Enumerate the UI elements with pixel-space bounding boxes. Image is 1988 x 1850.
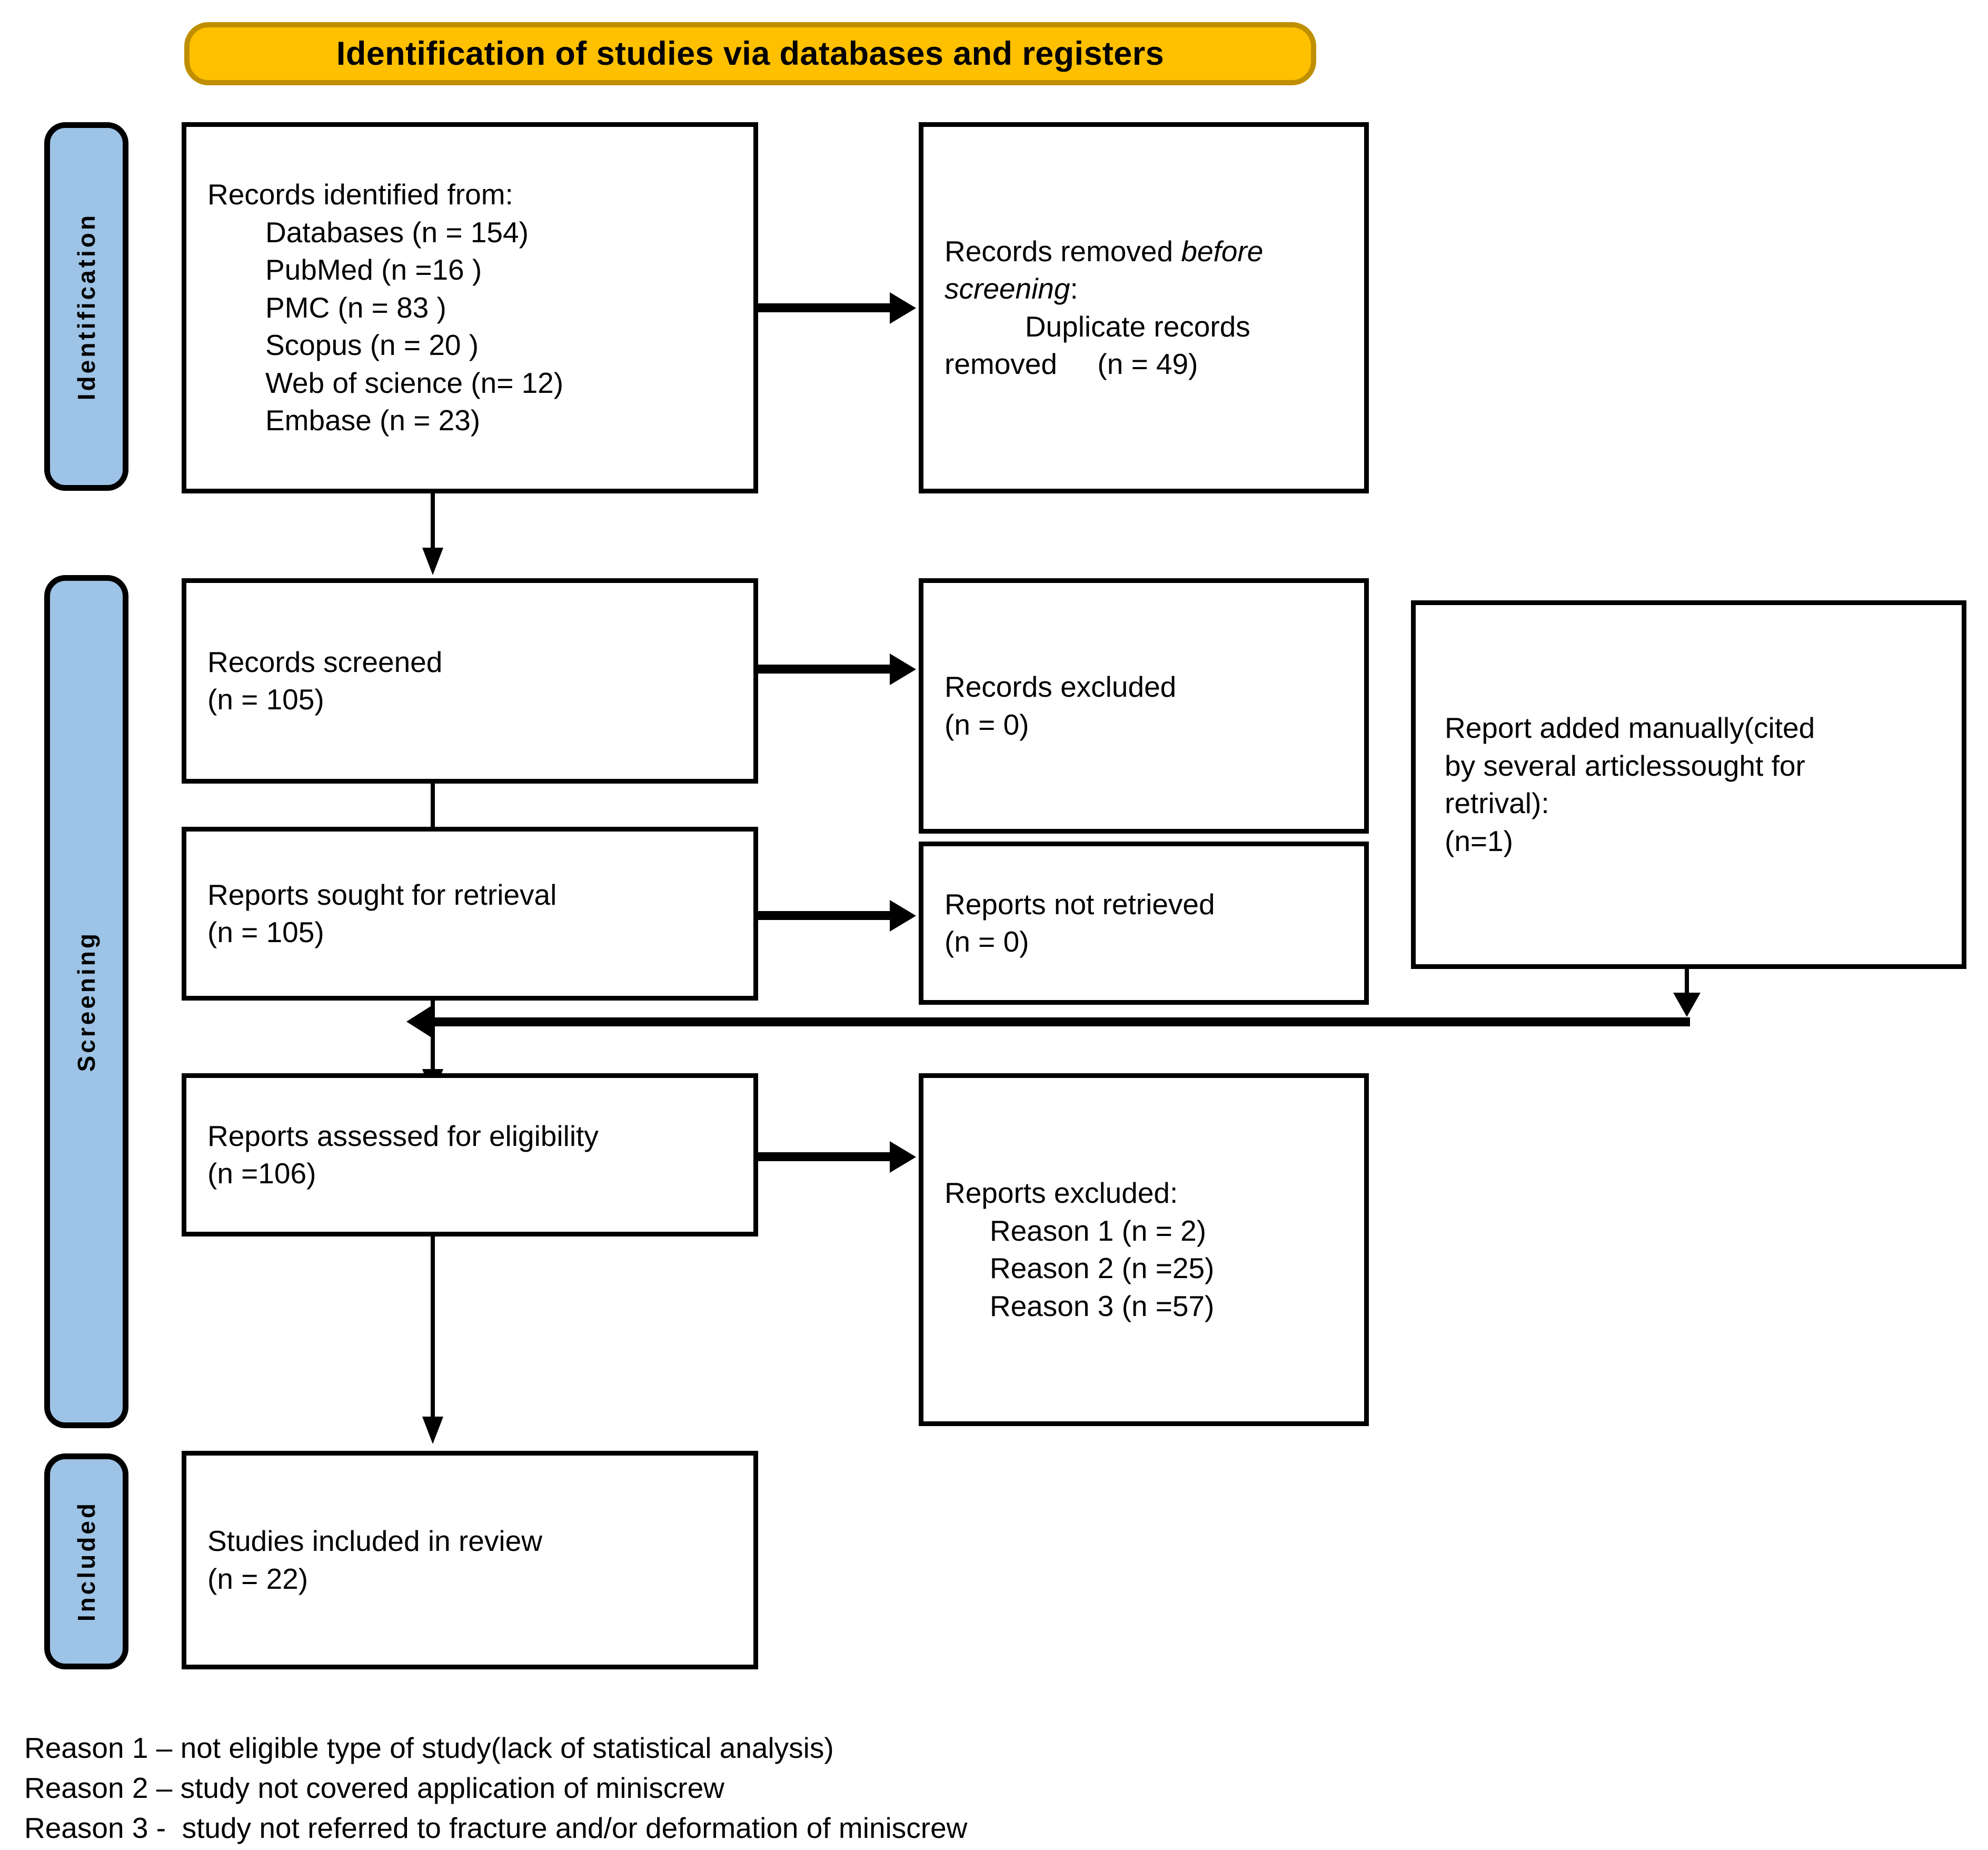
stage-pill-screening-label: Screening [73, 931, 100, 1072]
stage-pill-screening: Screening [44, 575, 128, 1428]
box-records-removed: Records removed before screening: Duplic… [919, 122, 1369, 493]
arrowhead-identified-to-screened [422, 548, 443, 575]
records-identified-source-2: PMC (n = 83 ) [265, 291, 446, 324]
box-studies-included: Studies included in review (n = 22) [182, 1451, 758, 1669]
connector-sought-to-assessed [431, 1001, 435, 1082]
report-added-line-4: (n=1) [1445, 824, 1513, 857]
box-records-screened: Records screened (n = 105) [182, 578, 758, 784]
reports-not-retrieved-line-1: Reports not retrieved [945, 887, 1215, 921]
reports-not-retrieved-line-2: (n = 0) [945, 925, 1029, 958]
footnote-reason-3: Reason 3 - study not referred to fractur… [24, 1811, 968, 1844]
records-removed-plain-1: Records removed [945, 234, 1181, 268]
records-excluded-line-1: Records excluded [945, 670, 1177, 703]
records-removed-italic-1: before [1181, 234, 1264, 268]
arrowhead-manual-report-down [1673, 993, 1701, 1017]
records-excluded-line-2: (n = 0) [945, 708, 1029, 741]
records-identified-source-5: Embase (n = 23) [265, 404, 481, 437]
connector-assessed-to-reports-excluded [758, 1152, 890, 1161]
report-added-line-1: Report added manually(cited [1445, 711, 1815, 744]
records-removed-plain-2: : [1070, 272, 1078, 305]
arrowhead-assessed-to-included [422, 1417, 443, 1444]
records-removed-line-2: screening: [923, 270, 1364, 308]
stage-pill-included: Included [44, 1453, 128, 1669]
records-identified-source-3: Scopus (n = 20 ) [265, 329, 479, 362]
report-added-line-2: by several articlessought for [1445, 749, 1805, 782]
arrowhead-manual-report-to-main [406, 1004, 434, 1039]
stage-pill-included-label: Included [73, 1501, 100, 1622]
records-screened-line-2: (n = 105) [207, 683, 324, 716]
records-identified-source-1: PubMed (n =16 ) [265, 253, 482, 286]
box-reports-not-retrieved: Reports not retrieved (n = 0) [919, 842, 1369, 1005]
records-removed-line-1: Records removed before [923, 233, 1364, 271]
reports-assessed-line-1: Reports assessed for eligibility [207, 1119, 599, 1152]
connector-manual-report-down [1685, 969, 1689, 1002]
records-identified-source-4: Web of science (n= 12) [265, 366, 564, 399]
studies-included-line-2: (n = 22) [207, 1562, 309, 1595]
reports-sought-line-2: (n = 105) [207, 916, 324, 948]
reports-sought-line-1: Reports sought for retrieval [207, 878, 557, 911]
records-removed-italic-2: screening [945, 272, 1070, 305]
phase-banner-identification: Identification of studies via databases … [184, 22, 1316, 85]
reports-excluded-reason-1: Reason 2 (n =25) [966, 1252, 1215, 1284]
footnote-reason-1: Reason 1 – not eligible type of study(la… [24, 1732, 834, 1764]
box-report-added-manually: Report added manually(cited by several a… [1411, 600, 1966, 969]
studies-included-line-1: Studies included in review [207, 1525, 542, 1557]
box-records-identified: Records identified from: Databases (n = … [182, 122, 758, 493]
box-reports-excluded: Reports excluded: Reason 1 (n = 2) Reaso… [919, 1073, 1369, 1426]
connector-assessed-to-included [431, 1236, 435, 1426]
arrowhead-identified-to-removed [890, 292, 916, 324]
box-records-excluded: Records excluded (n = 0) [919, 578, 1369, 834]
box-reports-sought: Reports sought for retrieval (n = 105) [182, 827, 758, 1001]
connector-identified-to-screened [431, 493, 435, 556]
arrowhead-sought-to-not-retrieved [890, 900, 916, 932]
reports-excluded-heading: Reports excluded: [945, 1176, 1178, 1209]
reports-assessed-line-2: (n =106) [207, 1157, 316, 1190]
stage-pill-identification-label: Identification [73, 212, 100, 401]
records-identified-heading: Records identified from: [207, 178, 513, 211]
footnotes: Reason 1 – not eligible type of study(la… [24, 1728, 1814, 1848]
connector-manual-report-to-main [432, 1017, 1690, 1026]
reports-excluded-reason-2: Reason 3 (n =57) [966, 1289, 1215, 1322]
records-identified-source-0: Databases (n = 154) [265, 215, 529, 249]
connector-identified-to-removed [758, 303, 890, 312]
arrowhead-screened-to-excluded [890, 654, 916, 685]
records-removed-line-3: Duplicate records [945, 310, 1250, 343]
arrowhead-assessed-to-reports-excluded [890, 1141, 916, 1173]
connector-screened-to-sought [431, 784, 435, 839]
records-removed-line-4: removed (n = 49) [945, 348, 1198, 380]
footnote-reason-2: Reason 2 – study not covered application… [24, 1771, 724, 1804]
stage-pill-identification: Identification [44, 122, 128, 491]
connector-screened-to-excluded [758, 665, 890, 674]
phase-banner-label: Identification of studies via databases … [336, 35, 1165, 72]
connector-sought-to-not-retrieved [758, 911, 890, 920]
box-reports-assessed: Reports assessed for eligibility (n =106… [182, 1073, 758, 1236]
records-screened-line-1: Records screened [207, 645, 443, 678]
reports-excluded-reason-0: Reason 1 (n = 2) [966, 1214, 1207, 1247]
report-added-line-3: retrival): [1445, 787, 1549, 819]
